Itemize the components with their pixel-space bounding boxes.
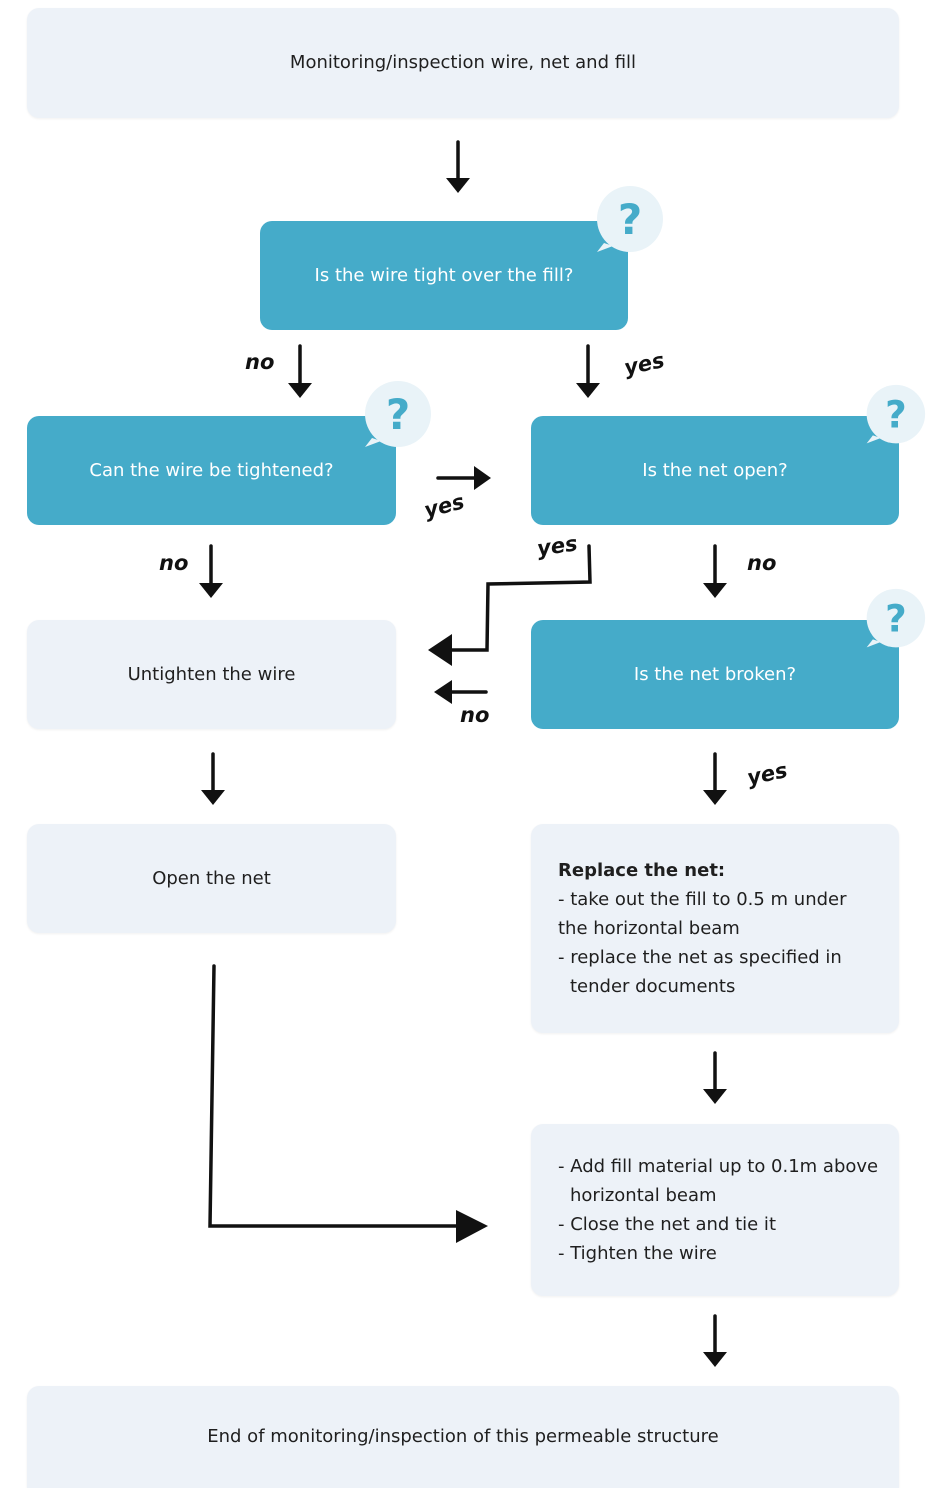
replace-net-title: Replace the net: bbox=[558, 860, 726, 881]
untighten-text: Untighten the wire bbox=[127, 663, 296, 685]
add-fill-line-3: - Close the net and tie it bbox=[558, 1214, 776, 1235]
question-mark: ? bbox=[885, 596, 907, 640]
untighten-box: Untighten the wire bbox=[27, 620, 396, 729]
question-bubble-icon: ? bbox=[866, 384, 926, 444]
end-text: End of monitoring/inspection of this per… bbox=[207, 1426, 719, 1448]
arrow-elbow bbox=[448, 544, 592, 652]
question-bubble-icon: ? bbox=[597, 186, 663, 252]
question-bubble-icon: ? bbox=[866, 588, 926, 648]
add-fill-line-2: horizontal beam bbox=[570, 1185, 717, 1206]
question-wire-tight-text: Is the wire tight over the fill? bbox=[314, 264, 574, 286]
replace-net-line-1: - take out the fill to 0.5 m under bbox=[558, 889, 847, 910]
label-no-can-tighten: no bbox=[159, 551, 189, 575]
label-no-wire-tight: no bbox=[245, 350, 275, 374]
question-can-tighten-text: Can the wire be tightened? bbox=[89, 459, 334, 481]
open-net-text: Open the net bbox=[152, 867, 271, 889]
question-bubble-icon: ? bbox=[365, 381, 431, 447]
open-net-box: Open the net bbox=[27, 824, 396, 933]
question-can-tighten-box: Can the wire be tightened? bbox=[27, 416, 396, 525]
question-mark: ? bbox=[885, 392, 907, 436]
start-box: Monitoring/inspection wire, net and fill bbox=[27, 8, 899, 118]
question-wire-tight-box: Is the wire tight over the fill? bbox=[260, 221, 628, 330]
replace-net-line-2: the horizontal beam bbox=[558, 918, 740, 939]
label-no-net-open: no bbox=[747, 551, 777, 575]
label-no-net-broken: no bbox=[460, 703, 490, 727]
replace-net-box: Replace the net: - take out the fill to … bbox=[531, 824, 899, 1033]
start-text: Monitoring/inspection wire, net and fill bbox=[289, 52, 637, 74]
question-net-broken-text: Is the net broken? bbox=[633, 663, 797, 685]
add-fill-box: - Add fill material up to 0.1m above hor… bbox=[531, 1124, 899, 1296]
question-net-broken-box: Is the net broken? bbox=[531, 620, 899, 729]
end-box: End of monitoring/inspection of this per… bbox=[27, 1386, 899, 1488]
add-fill-line-1: - Add fill material up to 0.1m above bbox=[558, 1156, 879, 1177]
question-net-open-text: Is the net open? bbox=[642, 459, 788, 481]
question-net-open-box: Is the net open? bbox=[531, 416, 899, 525]
question-mark: ? bbox=[618, 195, 642, 244]
add-fill-line-4: - Tighten the wire bbox=[558, 1243, 717, 1264]
replace-net-line-4: tender documents bbox=[570, 976, 736, 997]
replace-net-line-3: - replace the net as specified in bbox=[558, 947, 842, 968]
arrow-long-elbow bbox=[208, 964, 470, 1228]
question-mark: ? bbox=[386, 390, 410, 439]
